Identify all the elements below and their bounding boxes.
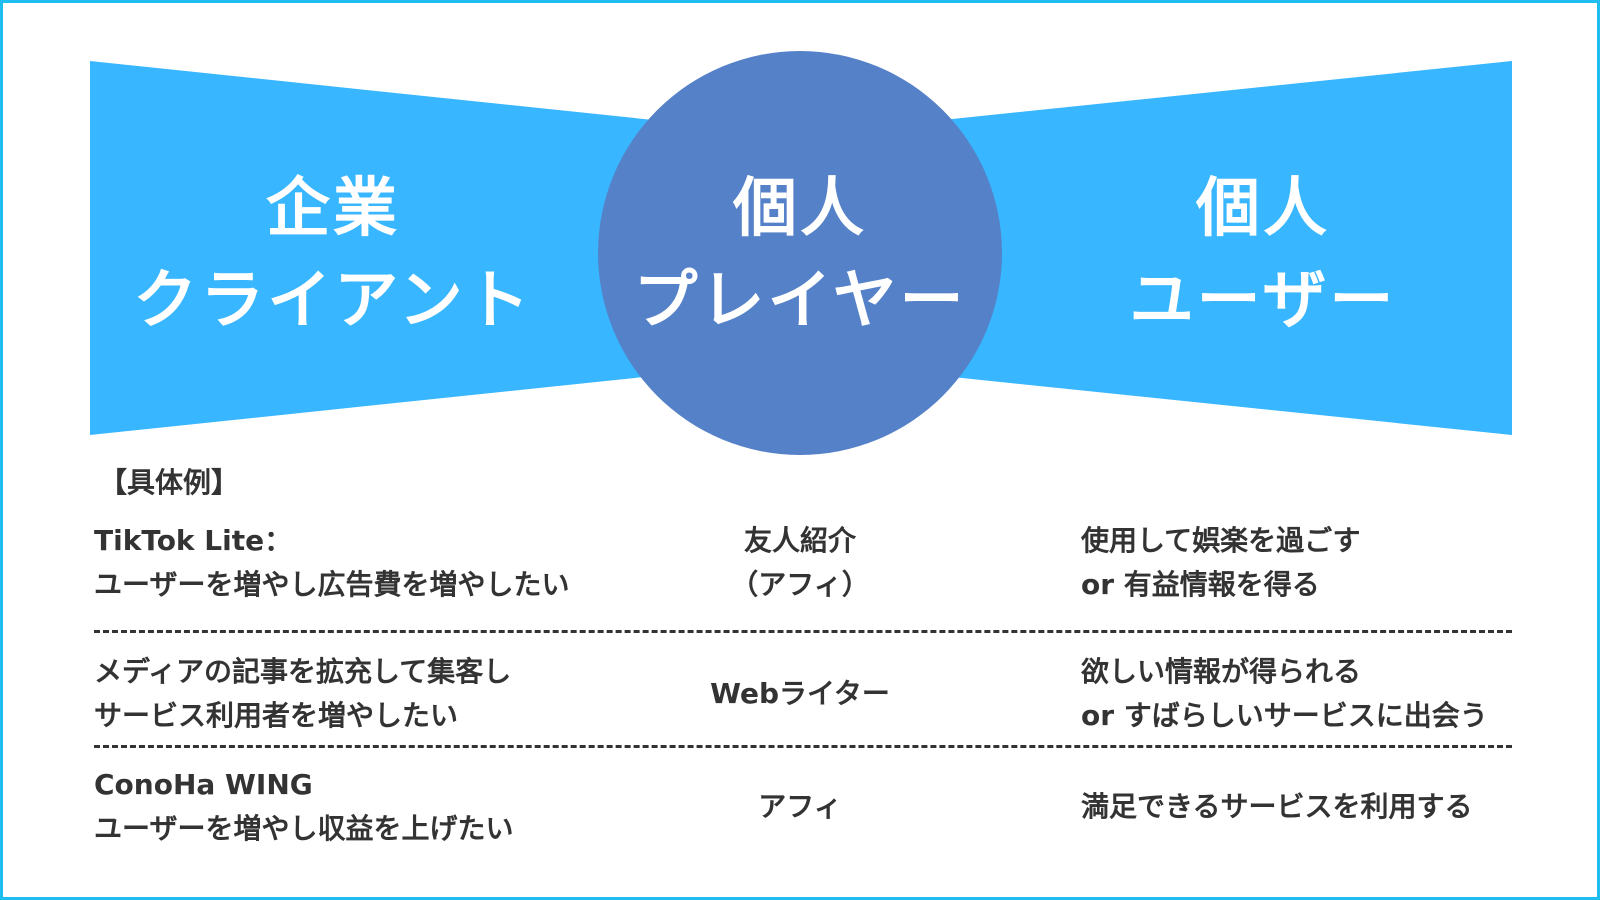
row3-player-line1: アフィ	[758, 790, 842, 823]
row1-user-line2: or 有益情報を得る	[1081, 568, 1320, 601]
bowtie-diagram	[90, 51, 1512, 455]
row3-client: ConoHa WING ユーザーを増やし収益を上げたい	[94, 763, 513, 851]
right-panel-label: 個人 ユーザー	[1083, 163, 1443, 347]
left-panel-line1: 企業	[266, 172, 400, 246]
center-circle-line1: 個人	[733, 172, 867, 246]
left-panel-shape	[90, 61, 663, 435]
row2-player: Webライター	[660, 672, 940, 716]
row2-user-line2: or すばらしいサービスに出会う	[1081, 699, 1488, 732]
row1-client: TikTok Lite： ユーザーを増やし広告費を増やしたい	[94, 519, 569, 607]
center-circle-line2: プレイヤー	[633, 264, 967, 338]
right-panel-line2: ユーザー	[1129, 264, 1397, 338]
row1-client-line1: TikTok Lite：	[94, 524, 293, 557]
center-circle-label: 個人 プレイヤー	[620, 163, 980, 347]
right-panel-shape	[933, 61, 1512, 435]
row3-user: 満足できるサービスを利用する	[1081, 785, 1472, 829]
row3-client-line2: ユーザーを増やし収益を上げたい	[94, 812, 514, 845]
left-panel-line2: クライアント	[133, 264, 533, 338]
row2-user-line1: 欲しい情報が得られる	[1081, 655, 1362, 688]
row1-player-line2: （アフィ）	[730, 568, 870, 601]
row-divider-1	[94, 630, 1512, 633]
left-panel-label: 企業 クライアント	[123, 163, 543, 347]
examples-heading: 【具体例】	[99, 466, 240, 499]
row2-user: 欲しい情報が得られる or すばらしいサービスに出会う	[1081, 650, 1488, 738]
row3-player: アフィ	[700, 785, 900, 829]
row1-user: 使用して娯楽を過ごす or 有益情報を得る	[1081, 519, 1360, 607]
right-panel-line1: 個人	[1196, 172, 1330, 246]
row3-user-line1: 満足できるサービスを利用する	[1081, 790, 1473, 823]
row1-client-line2: ユーザーを増やし広告費を増やしたい	[94, 568, 570, 601]
row2-client-line2: サービス利用者を増やしたい	[94, 699, 459, 732]
row2-player-line1: Webライター	[710, 677, 890, 710]
row1-player-line1: 友人紹介	[743, 524, 856, 557]
row2-client: メディアの記事を拡充して集客し サービス利用者を増やしたい	[94, 650, 511, 738]
row-divider-2	[94, 745, 1512, 748]
row2-client-line1: メディアの記事を拡充して集客し	[94, 655, 512, 688]
row1-player: 友人紹介 （アフィ）	[680, 519, 920, 607]
center-circle-shape	[598, 51, 1002, 455]
row1-user-line1: 使用して娯楽を過ごす	[1081, 524, 1361, 557]
row3-client-line1: ConoHa WING	[94, 768, 313, 801]
